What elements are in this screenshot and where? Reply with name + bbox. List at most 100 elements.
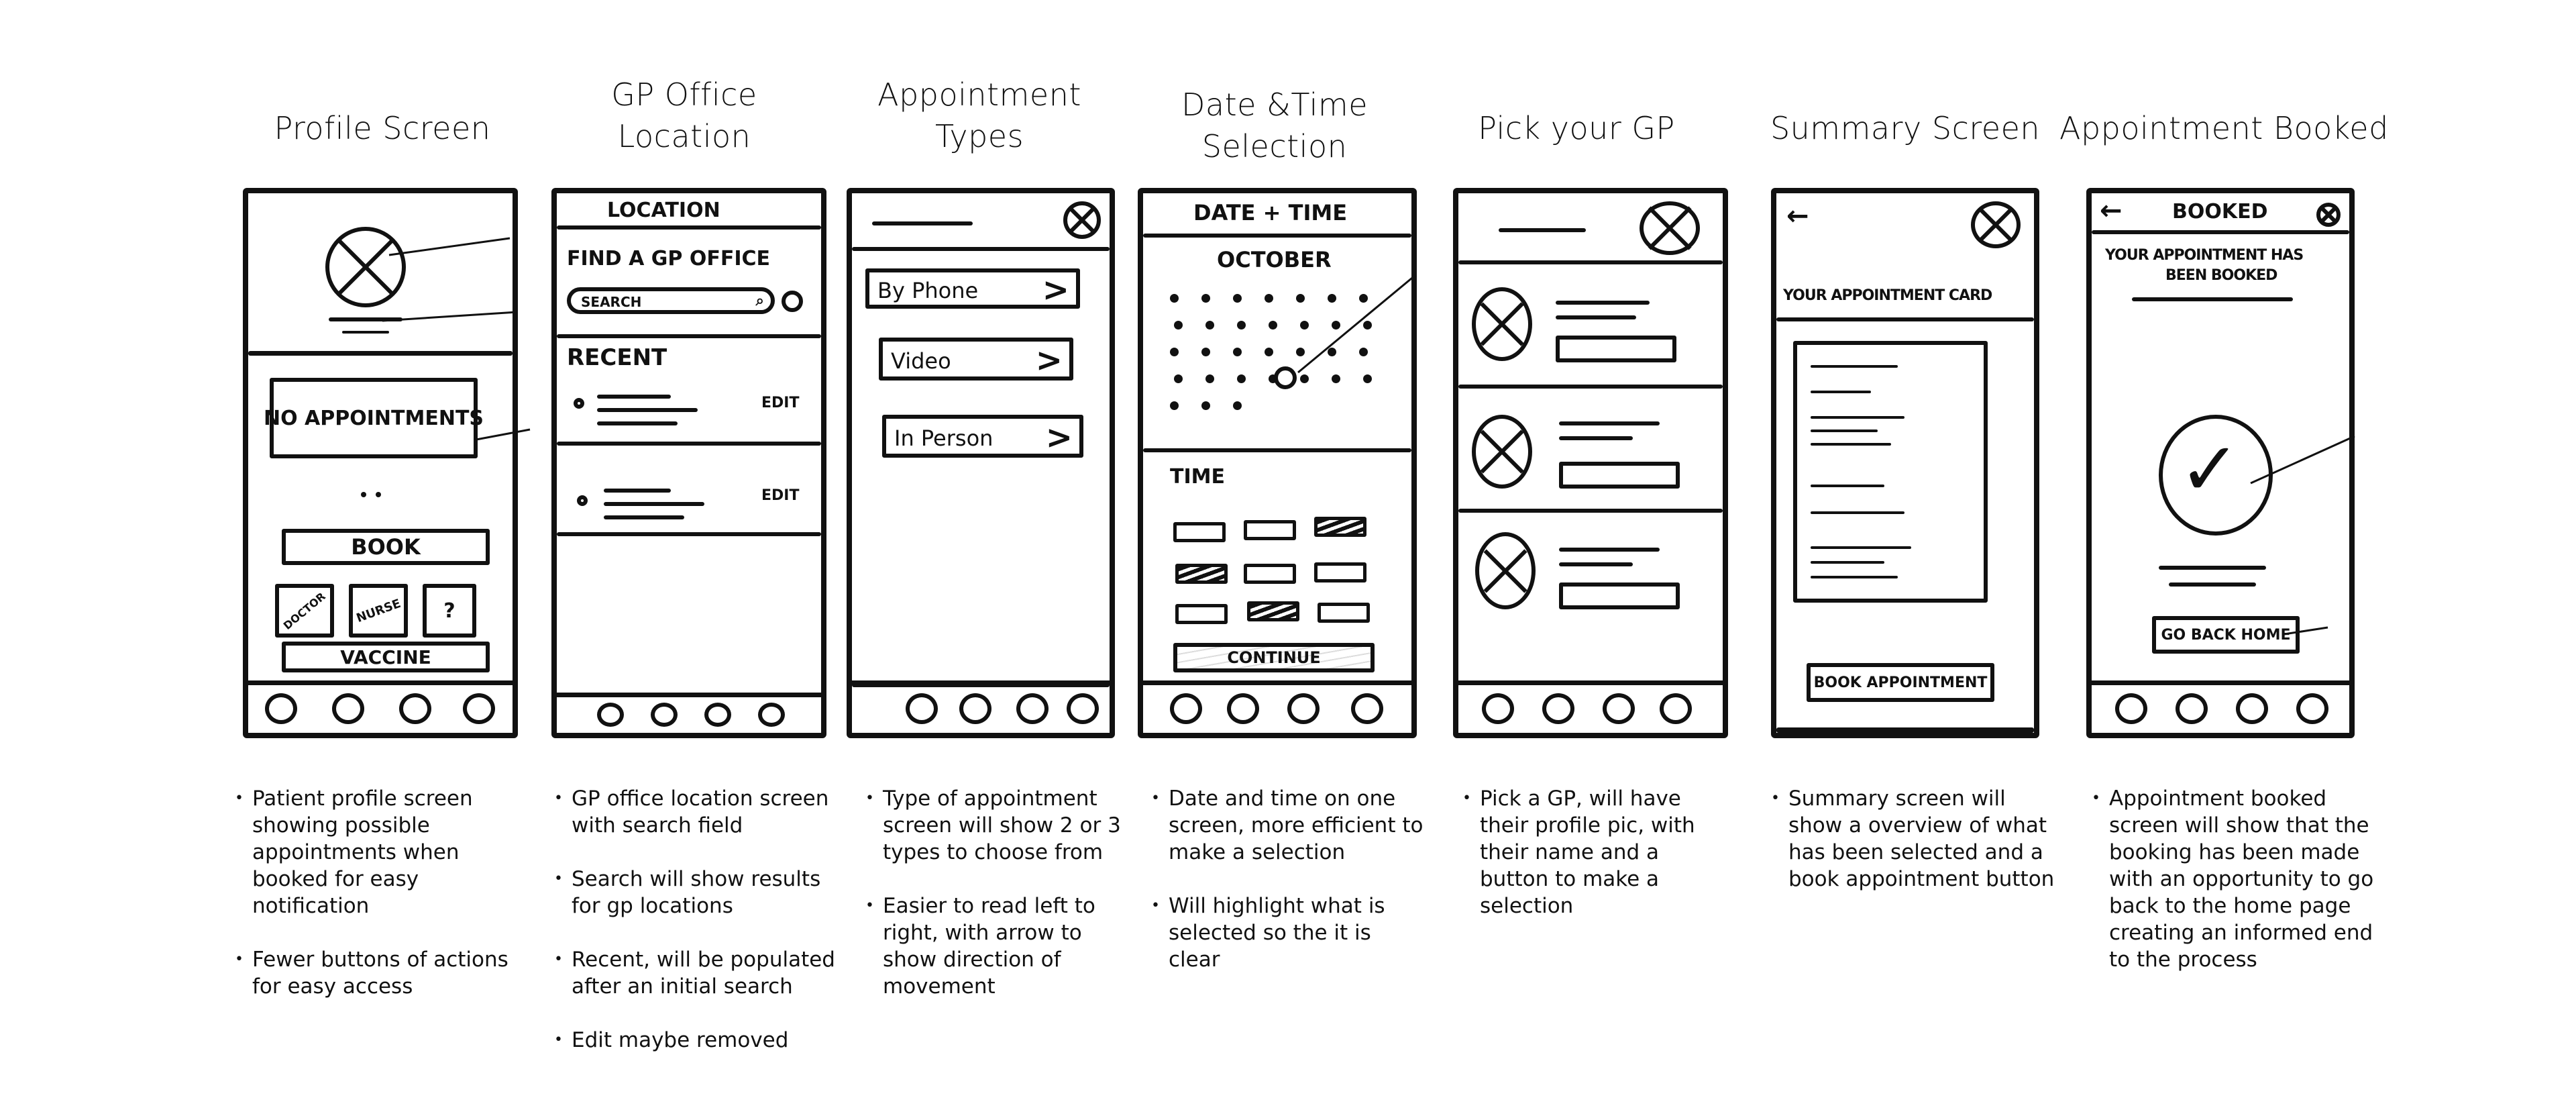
time-slot-selected[interactable] <box>1175 564 1228 584</box>
calendar-day[interactable] <box>1359 294 1368 303</box>
calendar-day[interactable] <box>1205 374 1214 383</box>
nav-tab-icon[interactable] <box>2296 693 2328 724</box>
recent-line <box>597 395 671 399</box>
nav-tab-icon[interactable] <box>2115 693 2147 724</box>
time-slot[interactable] <box>1175 604 1228 624</box>
doctor-button[interactable]: DOCTOR <box>275 584 334 638</box>
calendar-day[interactable] <box>1296 294 1305 303</box>
calendar-day[interactable] <box>1328 294 1336 303</box>
recent-line <box>597 408 698 412</box>
nav-tab-icon[interactable] <box>1170 693 1202 724</box>
calendar-day[interactable] <box>1265 294 1273 303</box>
nav-tab-icon[interactable] <box>1067 693 1099 724</box>
calendar-day[interactable] <box>1233 401 1242 410</box>
nav-tab-icon[interactable] <box>463 693 495 724</box>
back-arrow-icon[interactable]: ← <box>1786 201 1809 232</box>
close-icon[interactable] <box>1063 201 1101 239</box>
book-appointment-button[interactable]: BOOK APPOINTMENT <box>1807 663 1994 702</box>
calendar-day[interactable] <box>1328 348 1336 356</box>
nav-tab-icon[interactable] <box>1287 693 1320 724</box>
nav-tab-icon[interactable] <box>1603 693 1635 724</box>
card-line <box>1811 365 1898 368</box>
calendar-day[interactable] <box>1174 321 1183 330</box>
by-phone-option[interactable]: By Phone > <box>865 268 1080 309</box>
time-slot[interactable] <box>1314 562 1366 583</box>
go-back-home-button[interactable]: GO BACK HOME <box>2152 616 2300 654</box>
calendar-day[interactable] <box>1269 321 1277 330</box>
nav-tab-icon[interactable] <box>1542 693 1574 724</box>
nav-tab-icon[interactable] <box>758 703 785 727</box>
calendar-day[interactable] <box>1359 348 1368 356</box>
gp-divider <box>1458 385 1723 389</box>
calendar-day[interactable] <box>1201 294 1210 303</box>
nav-tab-icon[interactable] <box>2236 693 2268 724</box>
nav-tab-icon[interactable] <box>265 693 297 724</box>
calendar-day[interactable] <box>1237 321 1246 330</box>
calendar-day[interactable] <box>1332 321 1340 330</box>
title-line: Appointment Booked <box>2059 110 2389 146</box>
close-icon[interactable] <box>2316 203 2341 227</box>
more-button[interactable]: ? <box>423 584 476 638</box>
calendar-day[interactable] <box>1363 374 1372 383</box>
calendar-day[interactable] <box>1170 401 1179 410</box>
calendar-day[interactable] <box>1300 321 1309 330</box>
nav-tab-icon[interactable] <box>1016 693 1049 724</box>
select-gp-button[interactable] <box>1559 583 1680 609</box>
calendar-day[interactable] <box>1170 294 1179 303</box>
calendar-day[interactable] <box>1332 374 1340 383</box>
edit-link[interactable]: EDIT <box>761 395 800 411</box>
screen-title-types: Appointment Types <box>839 74 1120 157</box>
nav-tab-icon[interactable] <box>2176 693 2208 724</box>
video-option[interactable]: Video > <box>879 338 1073 381</box>
nav-tab-icon[interactable] <box>597 703 624 727</box>
nav-tab-icon[interactable] <box>651 703 678 727</box>
vaccine-button[interactable]: VACCINE <box>282 642 490 672</box>
select-gp-button[interactable] <box>1559 462 1680 489</box>
calendar-day[interactable] <box>1265 348 1273 356</box>
calendar-day[interactable] <box>1363 321 1372 330</box>
calendar-day[interactable] <box>1201 401 1210 410</box>
nav-tab-icon[interactable] <box>1482 693 1514 724</box>
book-button[interactable]: BOOK <box>282 529 490 565</box>
close-icon[interactable] <box>1640 201 1700 255</box>
nav-tab-icon[interactable] <box>704 703 731 727</box>
card-line <box>1811 391 1871 393</box>
nav-tab-icon[interactable] <box>1660 693 1692 724</box>
no-appointments-card: NO APPOINTMENTS <box>264 378 484 458</box>
calendar-day[interactable] <box>1174 374 1183 383</box>
notes-pick-gp: Pick a GP, will have their profile pic, … <box>1462 785 1731 946</box>
close-icon[interactable] <box>1971 201 2021 248</box>
in-person-option[interactable]: In Person > <box>882 415 1083 458</box>
back-arrow-icon[interactable]: ← <box>2100 195 2123 226</box>
time-slot[interactable] <box>1318 603 1370 623</box>
calendar-day[interactable] <box>1237 374 1246 383</box>
calendar-day[interactable] <box>1205 321 1214 330</box>
time-slot[interactable] <box>1244 520 1296 540</box>
nav-tab-icon[interactable] <box>332 693 364 724</box>
time-slot-selected[interactable] <box>1247 601 1299 621</box>
calendar-day[interactable] <box>1201 348 1210 356</box>
edit-link[interactable]: EDIT <box>761 487 800 504</box>
search-input[interactable]: SEARCH ⌕ <box>567 287 775 314</box>
nav-tab-icon[interactable] <box>399 693 431 724</box>
calendar-day[interactable] <box>1170 348 1179 356</box>
nav-tab-icon[interactable] <box>1227 693 1259 724</box>
search-icon: ⌕ <box>755 293 764 309</box>
calendar-day[interactable] <box>1300 374 1309 383</box>
time-slot-selected[interactable] <box>1314 517 1366 537</box>
time-slot[interactable] <box>1173 522 1226 542</box>
calendar-day[interactable] <box>1233 348 1242 356</box>
name-placeholder <box>329 317 402 321</box>
nav-tab-icon[interactable] <box>1351 693 1383 724</box>
time-slot[interactable] <box>1244 564 1296 584</box>
calendar-day[interactable] <box>1296 348 1305 356</box>
nav-tab-icon[interactable] <box>906 693 938 724</box>
location-pin-icon[interactable] <box>782 291 803 312</box>
nurse-button[interactable]: NURSE <box>349 584 408 638</box>
wireframe-location: LOCATION FIND A GP OFFICE SEARCH ⌕ RECEN… <box>551 188 826 738</box>
selected-date-ring[interactable] <box>1274 366 1297 389</box>
continue-button[interactable]: CONTINUE <box>1173 643 1375 672</box>
select-gp-button[interactable] <box>1556 336 1676 362</box>
nav-tab-icon[interactable] <box>959 693 991 724</box>
calendar-day[interactable] <box>1233 294 1242 303</box>
